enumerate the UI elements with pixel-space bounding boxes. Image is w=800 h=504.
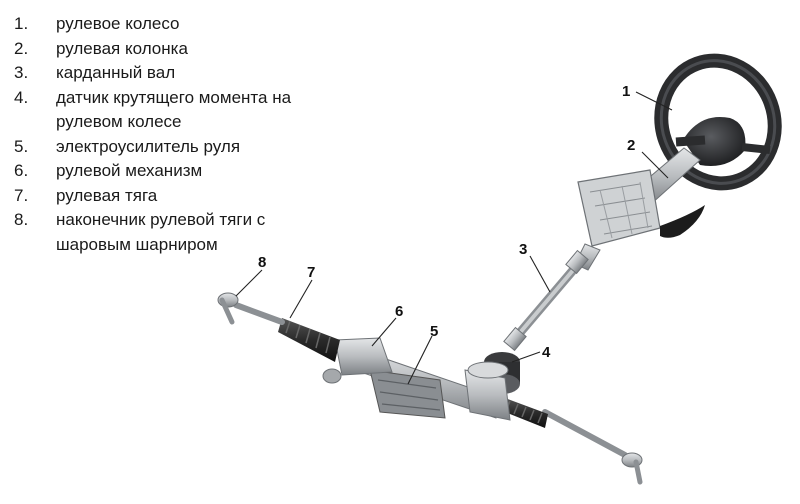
- callout-7: 7: [307, 264, 315, 281]
- legend-text: карданный вал: [56, 63, 176, 82]
- steering-column: [574, 147, 705, 271]
- legend-number: 6.: [14, 161, 29, 180]
- legend-text: рулевой механизм: [56, 161, 203, 180]
- leader-line: [289, 279, 313, 319]
- tie-rod-end-left: [217, 292, 239, 325]
- cardan-shaft: [503, 249, 589, 352]
- leader-line: [511, 351, 541, 363]
- legend-item: 6. рулевой механизм: [14, 159, 344, 184]
- legend-text: рулевая тяга: [56, 185, 158, 205]
- legend-item: 7. рулевая тяга: [14, 184, 344, 209]
- legend-item: 3. карданный вал: [14, 61, 344, 86]
- legend-text: наконечник рулевой тяги с шаровым шарнир…: [56, 210, 266, 254]
- leader-line: [235, 269, 263, 297]
- legend-number: 1.: [14, 14, 29, 33]
- legend-item: 2. рулевая колонка: [14, 37, 344, 62]
- tie-rod-end-right: [621, 452, 643, 485]
- legend-text: рулевое колесо: [56, 14, 180, 33]
- leader-line: [641, 151, 669, 179]
- legend-number: 2.: [14, 38, 29, 58]
- steering-wheel: [654, 53, 782, 191]
- callout-2: 2: [627, 137, 635, 154]
- legend-item: 5. электроусилитель руля: [14, 135, 344, 160]
- callout-6: 6: [395, 303, 403, 320]
- legend-number: 7.: [14, 185, 29, 205]
- callout-8: 8: [258, 254, 266, 271]
- leader-line: [371, 317, 397, 347]
- legend-item: 1. рулевое колесо: [14, 12, 344, 37]
- callout-3: 3: [519, 241, 527, 258]
- legend-text: электроусилитель руля: [56, 136, 241, 156]
- legend-text: рулевая колонка: [56, 38, 188, 58]
- legend-number: 4.: [14, 87, 29, 107]
- callout-4: 4: [542, 344, 551, 361]
- legend-number: 8.: [14, 210, 29, 229]
- callout-5: 5: [430, 323, 438, 340]
- leader-line: [529, 255, 551, 293]
- legend-number: 3.: [14, 63, 29, 82]
- legend-item: 4. датчик крутящего момента на рулевом ко…: [14, 86, 344, 135]
- legend-number: 5.: [14, 136, 29, 156]
- callout-1: 1: [622, 83, 630, 100]
- legend-list: 1. рулевое колесо 2. рулевая колонка 3. кар…: [14, 12, 344, 257]
- legend-item: 8. наконечник рулевой тяги с шаровым шарн…: [14, 208, 344, 257]
- callouts: 1 2 3 4 5 6 7 8: [235, 83, 673, 385]
- leader-line: [407, 335, 433, 385]
- leader-line: [635, 91, 673, 111]
- steering-rack: [233, 302, 628, 458]
- legend-text: датчик крутящего момента на рулевом коле…: [56, 87, 292, 132]
